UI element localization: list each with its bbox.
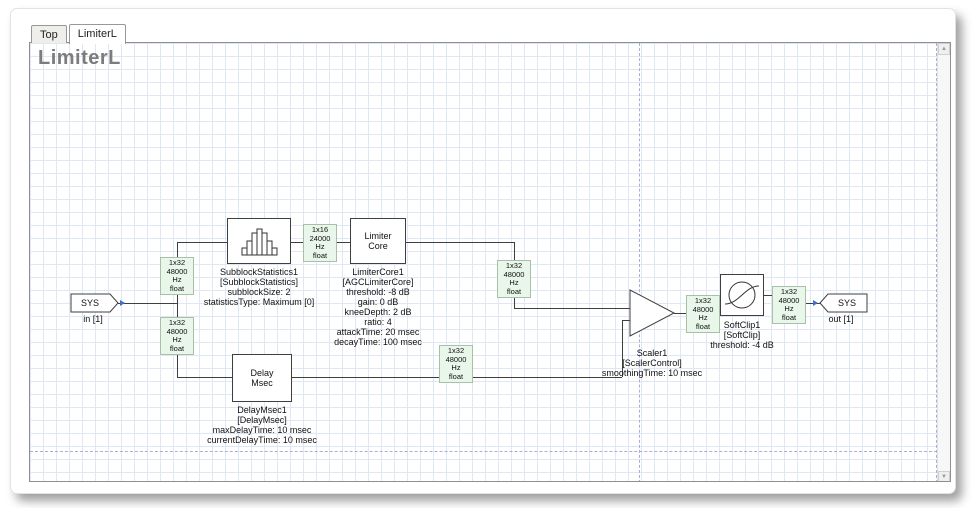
diagram-canvas[interactable]: LimiterL 1x32 48000 Hz float 1x32 48000 … [29,42,951,482]
caption-line: DelayMsec1 [237,405,287,415]
wire-label-line: 24000 Hz [309,233,331,251]
caption-line: [AGCLimiterCore] [342,277,414,287]
wire-type-label: 1x32 48000 Hz float [160,257,194,295]
caption-line: SoftClip1 [723,320,761,330]
caption-line: smoothingTime: 10 msec [601,368,703,378]
wire-segment[interactable] [177,242,227,243]
tab-top[interactable]: Top [31,25,67,43]
block-scaler1[interactable] [629,289,676,338]
scroll-up-button[interactable]: ▲ [938,43,950,55]
sys-out-label: SYS [838,298,856,308]
caption-line: subblockSize: 2 [227,287,291,297]
caption-line: LimiterCore1 [352,267,404,277]
wire-segment[interactable] [514,308,631,309]
caption-line: maxDelayTime: 10 msec [212,425,312,435]
diagram-title: LimiterL [38,47,121,69]
sys-out-caption: out [1] [828,314,854,324]
wire-label-line: 1x32 [780,287,798,296]
wire-label-line: 48000 Hz [445,354,467,372]
wire-label-line: 48000 Hz [166,266,188,284]
tab-bar: Top LimiterL [31,20,128,44]
tab-limiterl[interactable]: LimiterL [68,24,126,44]
wire-type-label: 1x32 48000 Hz float [497,260,531,298]
page-boundary-vline [639,43,640,481]
wire-segment[interactable] [802,303,821,304]
page-boundary-vline [936,43,937,481]
wire-segment[interactable] [177,242,178,378]
block-subblockstatistics1[interactable] [227,218,291,264]
caption-line: threshold: -8 dB [346,287,410,297]
block-sys-output[interactable]: SYS [818,293,868,313]
wire-label-line: float [169,343,185,353]
wire-segment[interactable] [622,320,632,321]
output-pin-icon[interactable] [120,300,125,306]
block-limitercore1[interactable]: Limiter Core [350,218,406,264]
wire-label-line: float [312,250,328,260]
designer-window: Top LimiterL LimiterL 1x32 48000 Hz floa… [10,8,956,494]
wire-segment[interactable] [118,303,177,304]
page-boundary-hline [30,451,950,452]
caption-line: [SoftClip] [723,330,761,340]
block-softclip1[interactable] [720,274,764,316]
block-body-line: Delay [250,368,274,378]
caption-line: decayTime: 100 msec [334,337,422,347]
delaymsec1-caption: DelayMsec1 [DelayMsec] maxDelayTime: 10 … [197,405,327,445]
wire-segment[interactable] [622,320,623,377]
caption-line: statisticsType: Maximum [0] [203,297,315,307]
sys-in-caption: in [1] [83,314,103,324]
wire-label-line: 48000 Hz [692,304,714,322]
scroll-down-button[interactable]: ▼ [938,471,950,481]
scaler1-caption: Scaler1 [ScalerControl] smoothingTime: 1… [587,348,717,378]
sys-in-label: SYS [81,298,99,308]
wire-label-line: float [695,321,711,331]
wire-segment[interactable] [406,242,514,243]
caption-line: ratio: 4 [364,317,392,327]
wire-segment[interactable] [177,377,232,378]
wire-label-line: float [169,283,185,293]
block-body-line: Core [368,241,388,251]
vertical-scrollbar[interactable]: ▲ ▼ [937,43,950,481]
wire-label-line: 1x32 [694,296,712,305]
caption-line: [SubblockStatistics] [219,277,299,287]
wire-type-label: 1x32 48000 Hz float [160,317,194,355]
wire-label-line: 48000 Hz [503,269,525,287]
wire-type-label: 1x32 48000 Hz float [439,345,473,383]
subblockstatistics1-caption: SubblockStatistics1 [SubblockStatistics]… [189,267,329,307]
wire-label-line: 1x16 [311,225,329,234]
limitercore1-caption: LimiterCore1 [AGCLimiterCore] threshold:… [323,267,433,347]
block-sys-input[interactable]: SYS [70,293,120,313]
block-delaymsec1[interactable]: Delay Msec [232,354,292,402]
wire-label-line: 1x32 [168,258,186,267]
block-body-line: Limiter [364,231,392,241]
wire-label-line: 48000 Hz [778,295,800,313]
wire-label-line: 48000 Hz [166,326,188,344]
softclip1-caption: SoftClip1 [SoftClip] threshold: -4 dB [687,320,797,350]
softclip-curve-icon [724,281,760,309]
wire-label-line: 1x32 [447,346,465,355]
caption-line: [DelayMsec] [237,415,287,425]
caption-line: SubblockStatistics1 [219,267,299,277]
wire-label-line: float [506,286,522,296]
wire-label-line: 1x32 [505,261,523,270]
wire-label-line: float [448,371,464,381]
caption-line: kneeDepth: 2 dB [344,307,412,317]
wire-label-line: 1x32 [168,318,186,327]
caption-line: gain: 0 dB [357,297,399,307]
wire-type-label: 1x32 48000 Hz float [686,295,720,333]
wire-label-line: float [781,312,797,322]
caption-line: [ScalerControl] [622,358,682,368]
wire-type-label: 1x32 48000 Hz float [772,286,806,324]
caption-line: threshold: -4 dB [710,340,774,350]
histogram-icon [241,228,278,256]
block-body-line: Msec [251,378,273,388]
caption-line: currentDelayTime: 10 msec [207,435,317,445]
input-pin-icon[interactable] [813,300,818,306]
caption-line: attackTime: 20 msec [336,327,420,337]
caption-line: Scaler1 [636,348,668,358]
wire-type-label: 1x16 24000 Hz float [303,224,337,262]
